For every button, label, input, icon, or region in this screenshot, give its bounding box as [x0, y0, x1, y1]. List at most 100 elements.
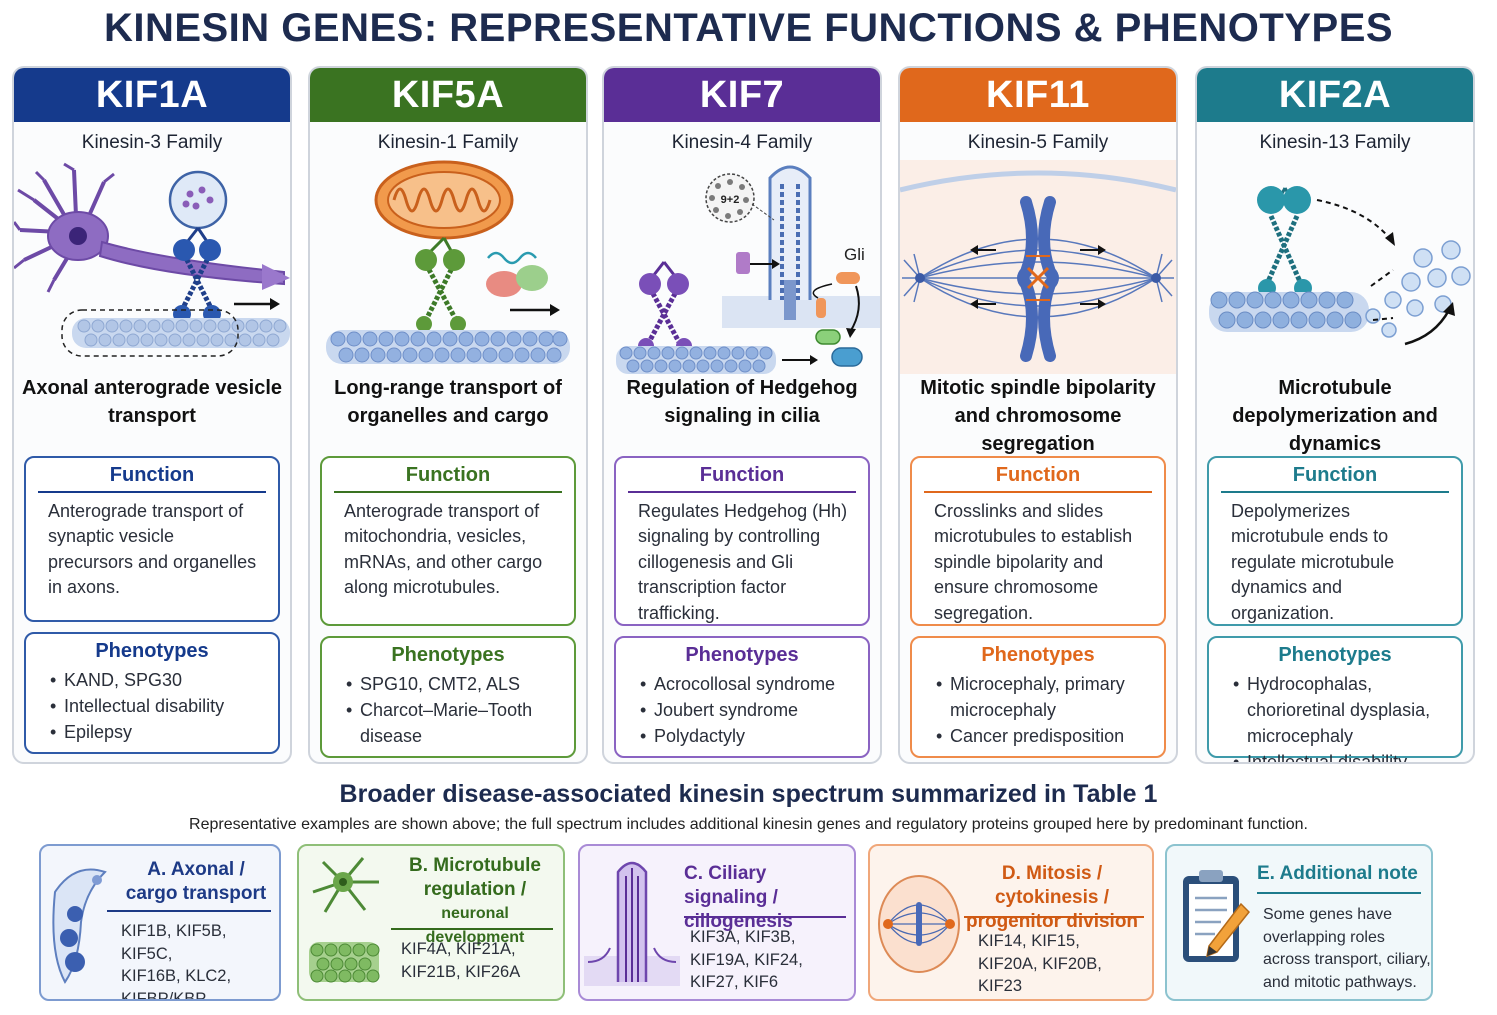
kif2a-illustration	[1197, 160, 1473, 374]
function-heading: Function	[405, 464, 491, 486]
note-line: across transport, ciliary,	[1263, 951, 1431, 968]
category-title-line: C. Ciliary signaling /	[684, 863, 778, 908]
function-box: Function Crosslinks and slides microtubu…	[910, 456, 1166, 626]
gene-line: KIF20A, KIF20B,	[978, 954, 1102, 973]
gene-line: KIF21B, KIF26A	[401, 962, 521, 981]
function-heading: Function	[109, 464, 195, 486]
function-box: Function Regulates Hedgehog (Hh) signali…	[614, 456, 870, 626]
divider	[964, 916, 1144, 918]
phenotypes-box: Phenotypes Acrocollosal syndrome Joubert…	[614, 636, 870, 758]
category-title-line: cargo transport	[125, 883, 267, 904]
phenotype-item: Cancer predisposition	[936, 723, 1154, 749]
family-label: Kinesin-4 Family	[671, 132, 813, 153]
category-genes: KIF3A, KIF3B, KIF19A, KIF24, KIF27, KIF6	[690, 926, 803, 994]
phenotype-list: Acrocollosal syndrome Joubert syndrome P…	[616, 671, 868, 749]
page-title: KINESIN GENES: REPRESENTATIVE FUNCTIONS …	[103, 6, 1394, 50]
family-label: Kinesin-13 Family	[1259, 132, 1411, 153]
function-box: Function Anterograde transport of mitoch…	[320, 456, 576, 626]
gene-name: KIF2A	[1278, 73, 1392, 116]
category-a: A. Axonal / cargo transport KIF1B, KIF5B,…	[39, 844, 281, 1001]
note-line: Some genes have	[1263, 906, 1392, 923]
function-box: Function Depolymerizes microtubule ends …	[1207, 456, 1463, 626]
kif7-illustration: 9+2 Gli	[604, 160, 880, 374]
phenotype-list: SPG10, CMT2, ALS Charcot–Marie–Tooth dis…	[322, 671, 574, 749]
note-line: and mitotic pathways.	[1263, 973, 1417, 991]
divider	[1221, 491, 1449, 493]
cilium-hedgehog-icon: 9+2 Gli	[616, 165, 880, 374]
category-title-line: A. Axonal /	[147, 859, 245, 880]
phenotype-list: KAND, SPG30 Intellectual disability Epil…	[26, 667, 278, 745]
phenotypes-box: Phenotypes Hydrocophalas, chorioretinal …	[1207, 636, 1463, 762]
gene-line: KIF23	[978, 977, 1023, 995]
divider	[38, 491, 266, 493]
category-title-line: regulation /	[423, 879, 527, 900]
function-text: Anterograde transport of mitochondria, v…	[344, 500, 543, 598]
phenotypes-heading: Phenotypes	[391, 644, 505, 666]
gene-line: KIF27, KIF6	[690, 973, 779, 991]
phenotypes-heading: Phenotypes	[95, 640, 209, 662]
function-text: Depolymerizes microtubule ends to regula…	[1231, 500, 1395, 623]
axon-cargo-icon	[52, 868, 107, 984]
gene-line: KIF16B, KLC2,	[121, 967, 232, 985]
category-genes: KIF4A, KIF21A, KIF21B, KIF26A	[401, 938, 520, 983]
phenotype-item: Acrocollosal syndrome	[640, 671, 858, 697]
card-header: KIF2A	[1197, 68, 1473, 122]
card-header: KIF5A	[310, 68, 586, 122]
card-kif5a: KIF5A Kinesin-1 Family Long-range transp…	[308, 66, 588, 764]
role-text: Microtubule depolymerization and dynamic…	[1232, 377, 1438, 455]
gene-name: KIF7	[699, 73, 785, 116]
neuron-microtubule-icon	[309, 857, 380, 983]
category-title-line: B. Microtubule	[409, 855, 541, 876]
gene-line: KIF14, KIF15,	[978, 932, 1080, 950]
function-text: Regulates Hedgehog (Hh) signaling by con…	[638, 500, 848, 623]
role-text: Regulation of Hedgehog signaling in cili…	[626, 377, 858, 427]
gene-line: KIF3A, KIF3B,	[690, 928, 796, 946]
function-heading: Function	[699, 464, 785, 486]
function-text: Anterograde transport of synaptic vesicl…	[48, 500, 257, 598]
phenotype-item: Hydrocophalas, chorioretinal dysplasia, …	[1233, 671, 1451, 749]
divider	[1257, 892, 1421, 894]
card-kif7: KIF7 Kinesin-4 Family 9+2 Gli	[602, 66, 882, 764]
gene-line: KIF4A, KIF21A,	[401, 940, 516, 958]
family-label: Kinesin-1 Family	[377, 132, 519, 153]
depolymerization-icon	[1209, 186, 1471, 346]
phenotype-item: KAND, SPG30	[50, 667, 268, 693]
function-heading: Function	[995, 464, 1081, 486]
category-title: B. Microtubule regulation / neuronal devel…	[391, 854, 559, 950]
kif5a-illustration	[310, 160, 586, 374]
neuron-vesicle-transport-icon	[14, 162, 290, 357]
phenotype-item: Charcot–Marie–Tooth disease	[346, 697, 564, 749]
phenotype-item: Joubert syndrome	[640, 697, 858, 723]
category-genes: KIF1B, KIF5B, KIF5C,KIF16B, KLC2,KIFBP/K…	[121, 920, 279, 1001]
category-b: B. Microtubule regulation / neuronal devel…	[297, 844, 565, 1001]
clipboard-note-icon	[1183, 870, 1251, 962]
gene-name: KIF5A	[391, 73, 505, 116]
gene-line: KIFBP/KBP	[121, 989, 207, 1001]
kif11-illustration	[900, 160, 1176, 374]
phenotype-item: Epilepsy	[50, 719, 268, 745]
card-header: KIF11	[900, 68, 1176, 122]
function-heading: Function	[1292, 464, 1378, 486]
axoneme-label: 9+2	[721, 194, 740, 206]
function-box: Function Anterograde transport of synapt…	[24, 456, 280, 622]
note-line: overlapping roles	[1263, 928, 1385, 946]
category-title: A. Axonal / cargo transport	[121, 858, 271, 906]
category-title-line: neuronal development	[425, 905, 525, 946]
divider	[924, 491, 1152, 493]
spectrum-description: Representative examples are shown above;…	[189, 816, 1308, 833]
category-genes: KIF14, KIF15, KIF20A, KIF20B, KIF23	[978, 930, 1102, 998]
category-d: D. Mitosis / cytokinesis /progenitor div…	[868, 844, 1154, 1001]
phenotypes-box: Phenotypes SPG10, CMT2, ALS Charcot–Mari…	[320, 636, 576, 758]
category-e: E. Additional note Some genes have overla…	[1165, 844, 1433, 1001]
category-title: C. Ciliary signaling /cillogenesis	[684, 862, 852, 934]
phenotypes-heading: Phenotypes	[1278, 644, 1392, 666]
role-text: Mitotic spindle bipolarity and chromosom…	[920, 377, 1156, 455]
phenotype-item: Microcephaly, primary microcephaly	[936, 671, 1154, 723]
gene-line: KIF19A, KIF24,	[690, 950, 803, 969]
category-note: Some genes have overlapping roles across t…	[1263, 904, 1431, 994]
category-title: D. Mitosis / cytokinesis /progenitor div…	[954, 862, 1150, 934]
category-title: E. Additional note	[1257, 862, 1427, 886]
phenotypes-box: Phenotypes Microcephaly, primary microce…	[910, 636, 1166, 758]
phenotypes-heading: Phenotypes	[685, 644, 799, 666]
card-kif2a: KIF2A Kinesin-13 Family Microtub	[1195, 66, 1475, 764]
